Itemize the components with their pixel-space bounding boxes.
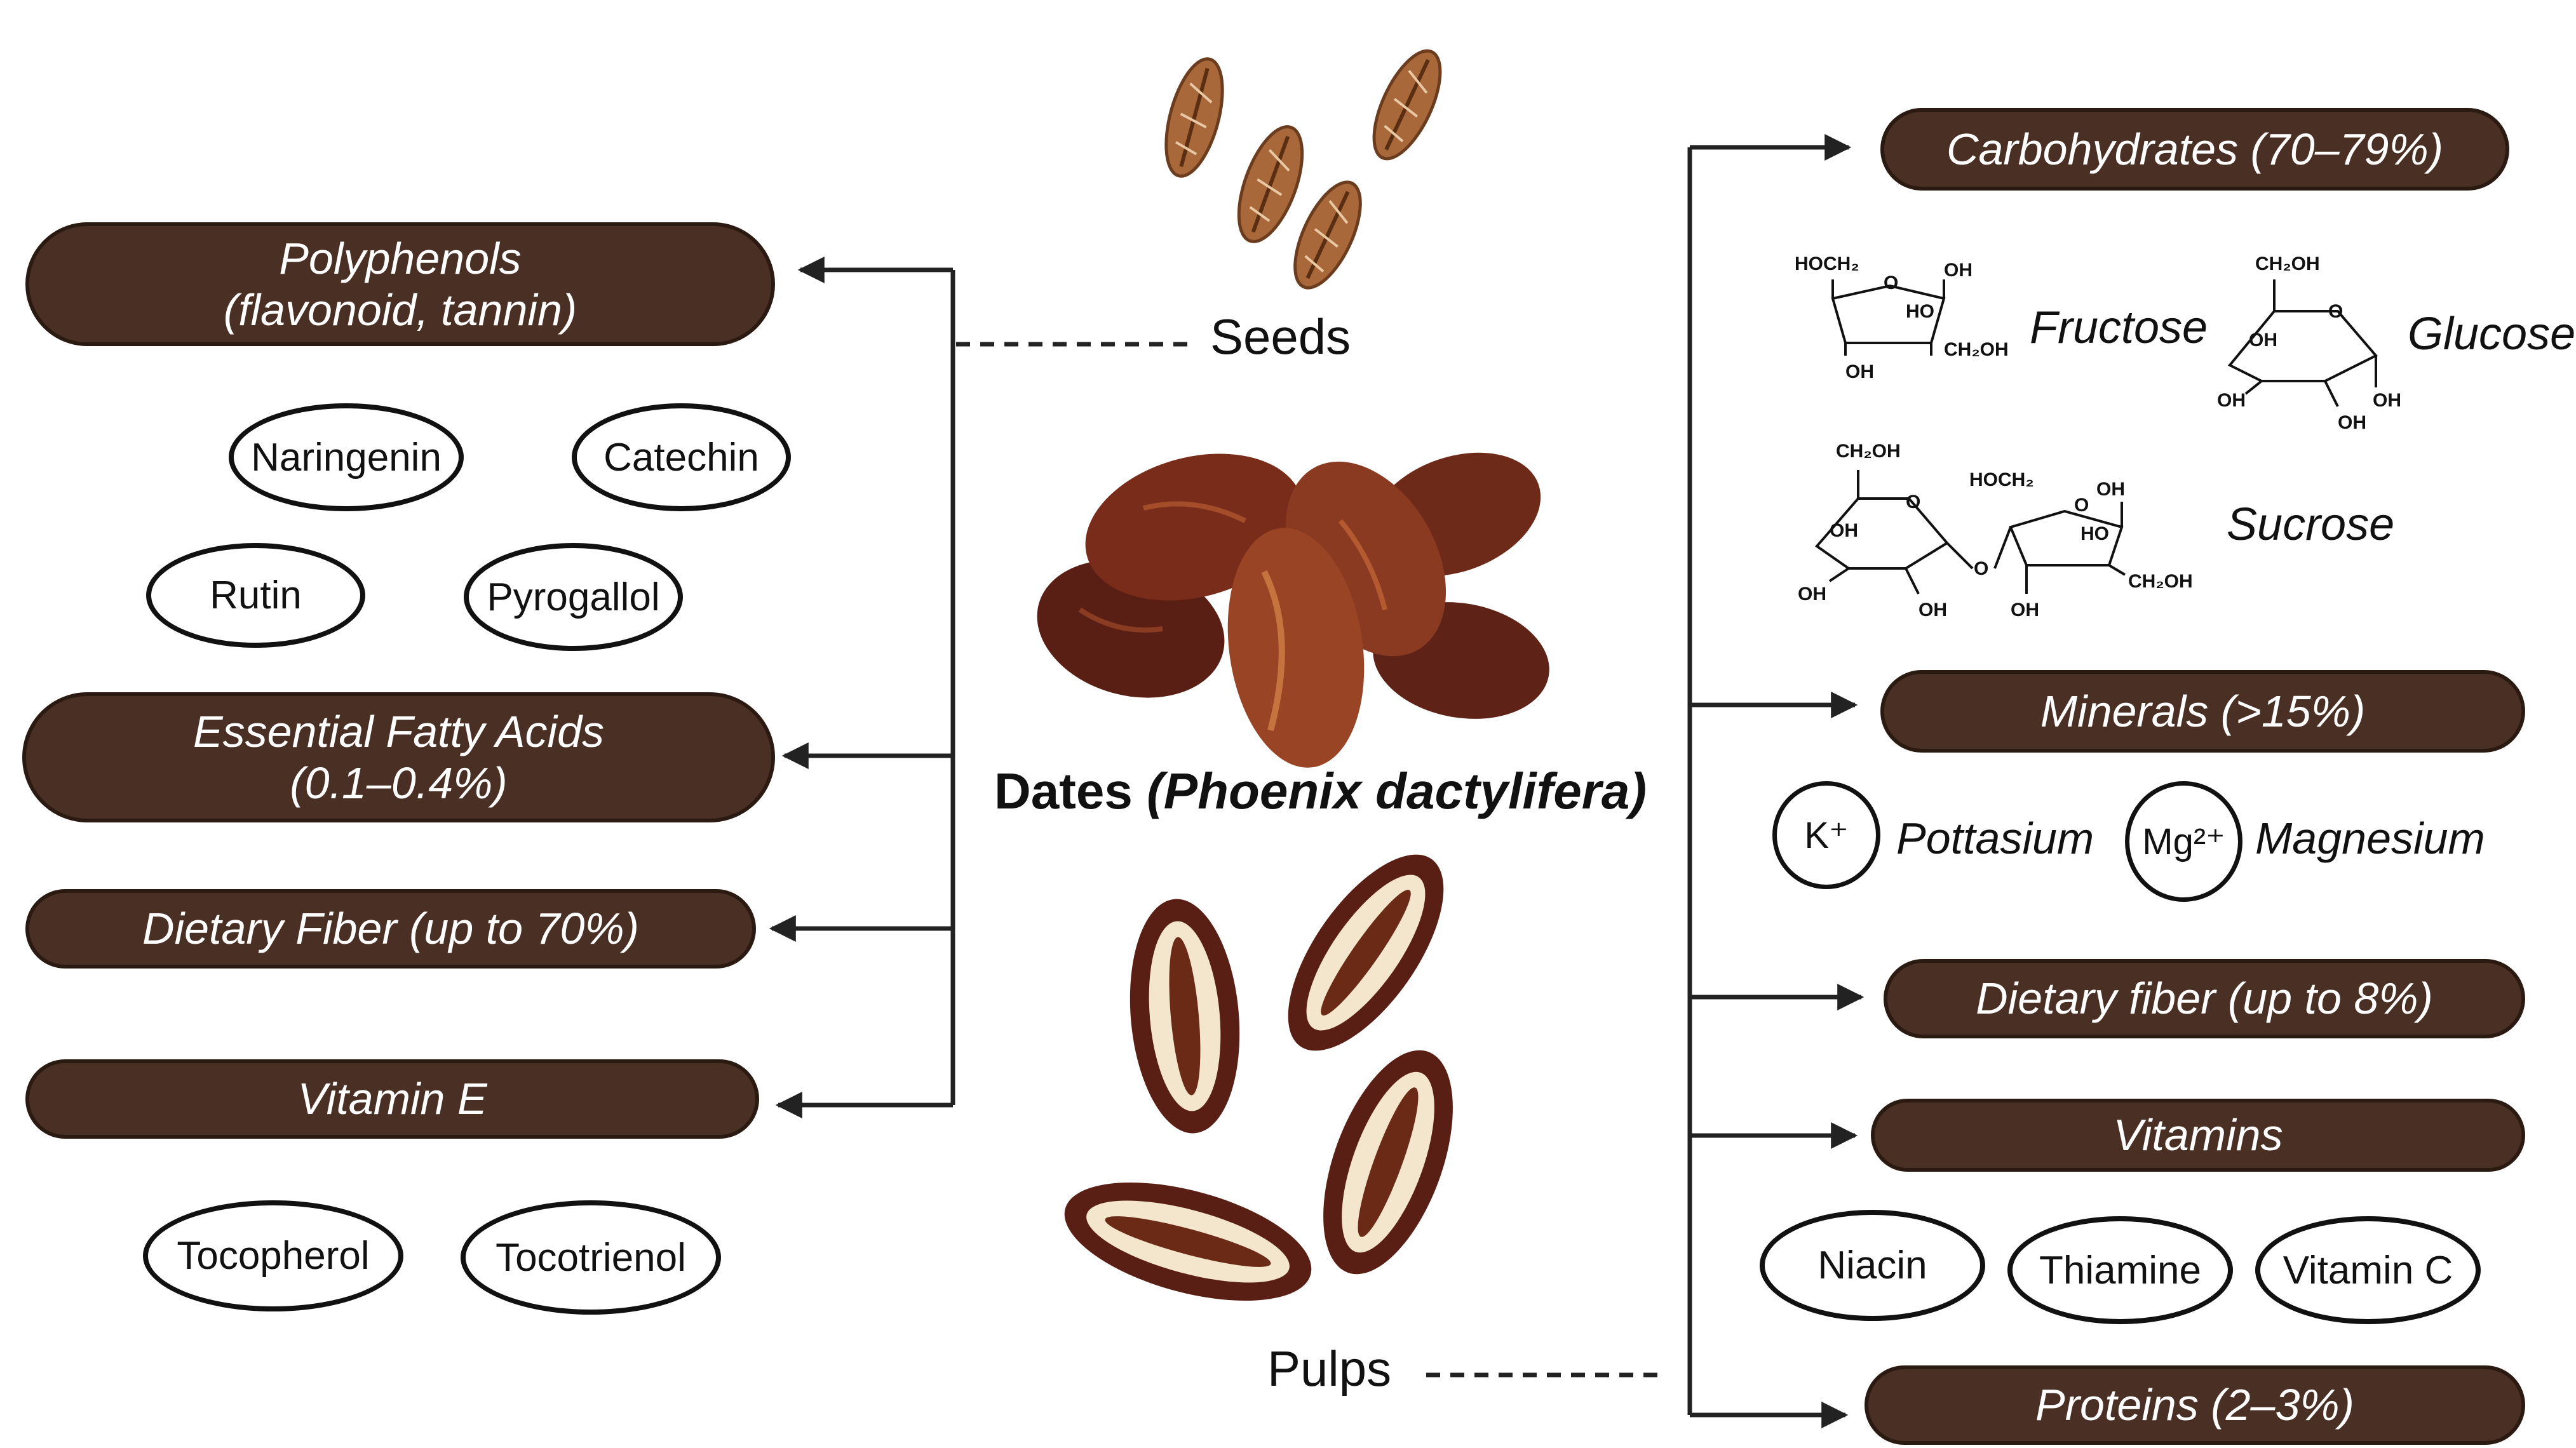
fructose-ring-o: O	[1884, 272, 1898, 293]
dates-title: Dates (Phoenix dactylifera)	[994, 762, 1647, 821]
magnesium-ion-circle: Mg²⁺	[2125, 781, 2242, 902]
polyphenols-subtitle: (flavonoid, tannin)	[224, 285, 577, 336]
niacin-oval: Niacin	[1760, 1210, 1985, 1321]
seeds-label: Seeds	[1210, 308, 1351, 366]
vitamins-pill: Vitamins	[1871, 1099, 2525, 1172]
fatty-acids-pill: Essential Fatty Acids (0.1–0.4%)	[22, 692, 775, 822]
fatty-acids-title: Essential Fatty Acids	[193, 706, 604, 758]
fructose-ch2oh: CH₂OH	[1944, 339, 2009, 360]
pyrogallol-oval: Pyrogallol	[464, 543, 683, 651]
potassium-ion-circle: K⁺	[1772, 781, 1880, 889]
glucose-ring-o: O	[2328, 301, 2343, 322]
sucrose-ch2oh-1: CH₂OH	[1836, 441, 1901, 462]
thiamine-oval: Thiamine	[2007, 1216, 2233, 1324]
dietary-fiber-left-pill: Dietary Fiber (up to 70%)	[25, 889, 756, 969]
sucrose-oh-4: OH	[2096, 479, 2125, 500]
sucrose-ch2oh-2: CH₂OH	[2128, 571, 2193, 592]
vitamin-e-pill: Vitamin E	[25, 1059, 759, 1139]
fructose-oh-top: OH	[1944, 260, 1972, 281]
tocotrienol-oval: Tocotrienol	[461, 1200, 721, 1315]
fructose-ho: HO	[1906, 301, 1934, 322]
potassium-label: Pottasium	[1896, 813, 2094, 864]
dates-title-main: Dates	[994, 763, 1133, 819]
dates-title-species: (Phoenix dactylifera)	[1147, 763, 1647, 819]
fructose-hoch2: HOCH₂	[1795, 253, 1859, 274]
sucrose-label: Sucrose	[2227, 499, 2394, 551]
glucose-oh-2: OH	[2217, 390, 2246, 411]
fructose-label: Fructose	[2030, 302, 2208, 354]
sucrose-oh-3: OH	[1919, 600, 1947, 620]
pulps-label: Pulps	[1267, 1340, 1391, 1398]
rutin-oval: Rutin	[146, 543, 365, 648]
glucose-oh-1: OH	[2249, 330, 2277, 351]
proteins-pill: Proteins (2–3%)	[1865, 1365, 2525, 1445]
glucose-oh-4: OH	[2338, 412, 2366, 433]
dietary-fiber-right-pill: Dietary fiber (up to 8%)	[1884, 959, 2525, 1038]
sucrose-hoch2: HOCH₂	[1969, 469, 2034, 490]
magnesium-label: Magnesium	[2255, 813, 2485, 864]
glucose-oh-3: OH	[2373, 390, 2401, 411]
sucrose-oh-2: OH	[1798, 584, 1826, 605]
tocopherol-oval: Tocopherol	[143, 1200, 403, 1311]
sucrose-oh-1: OH	[1830, 520, 1858, 541]
sucrose-ring-o-2: O	[2074, 495, 2089, 516]
carbohydrates-pill: Carbohydrates (70–79%)	[1880, 108, 2509, 191]
pulps-illustration	[1052, 830, 1479, 1324]
catechin-oval: Catechin	[572, 403, 791, 511]
naringenin-oval: Naringenin	[229, 403, 464, 511]
fructose-oh-bottom: OH	[1845, 361, 1874, 382]
minerals-pill: Minerals (>15%)	[1880, 670, 2525, 753]
sucrose-ring-o-1: O	[1906, 492, 1920, 513]
glucose-label: Glucose	[2408, 308, 2575, 360]
vitamin-c-oval: Vitamin C	[2255, 1216, 2481, 1324]
glucose-ch2oh: CH₂OH	[2255, 253, 2320, 274]
polyphenols-pill: Polyphenols (flavonoid, tannin)	[25, 222, 775, 346]
dates-illustration	[1022, 431, 1559, 777]
sucrose-oh-5: OH	[2011, 600, 2039, 620]
sucrose-ho: HO	[2080, 523, 2109, 544]
seeds-illustration	[1156, 42, 1454, 297]
polyphenols-title: Polyphenols	[279, 233, 521, 285]
sucrose-glycosidic-o: O	[1974, 558, 1988, 579]
fatty-acids-subtitle: (0.1–0.4%)	[290, 758, 507, 809]
